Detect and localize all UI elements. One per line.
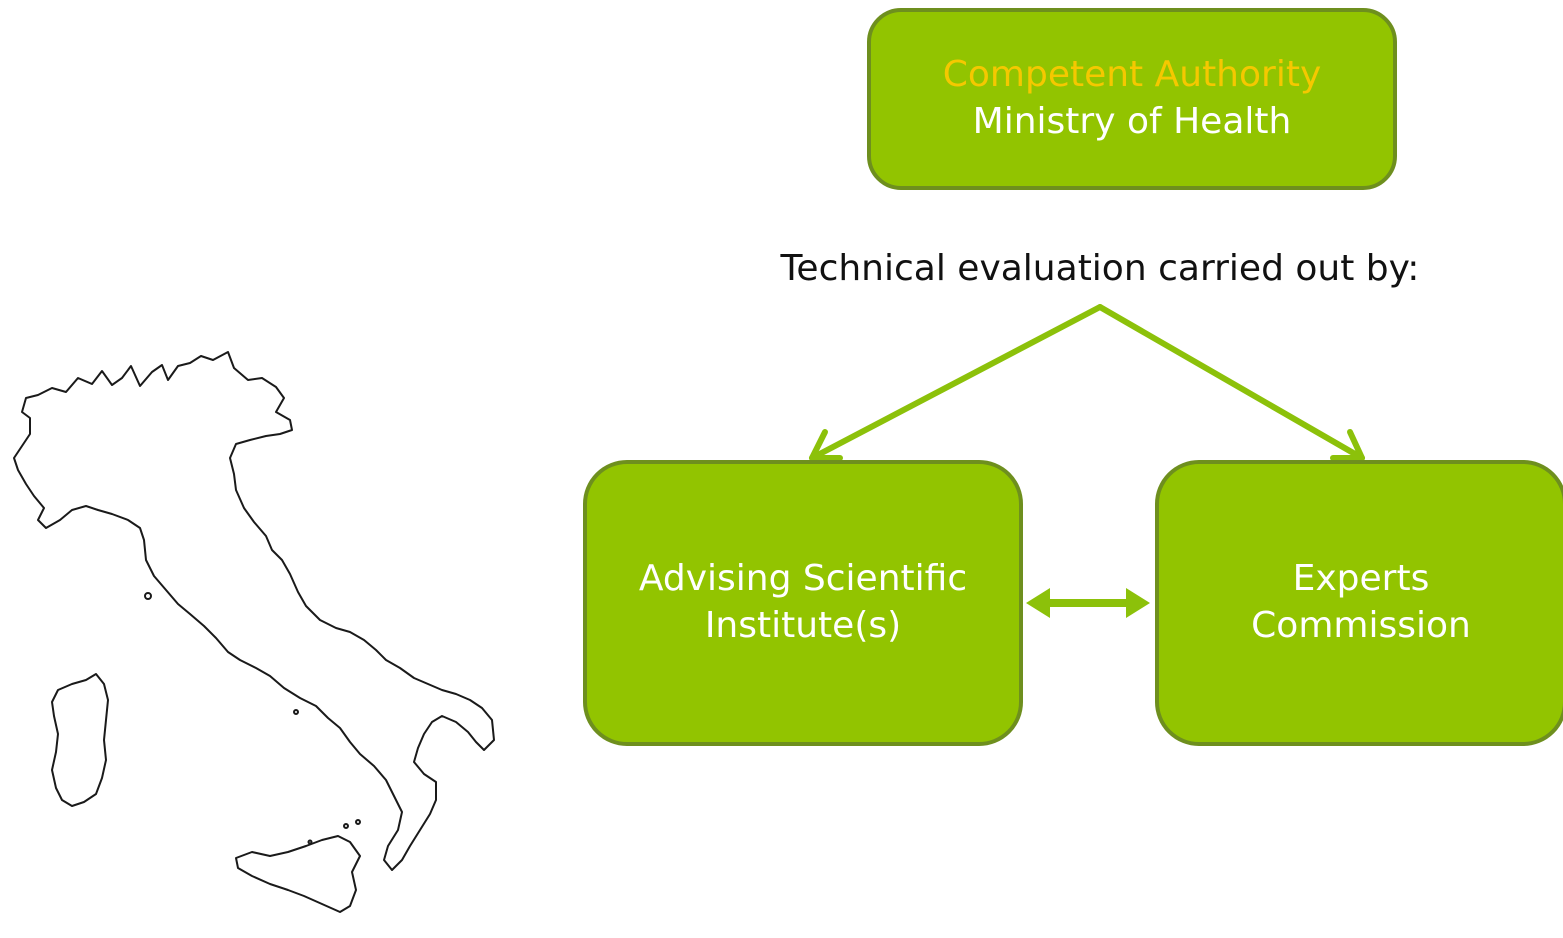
arrow-to-experts [1097,304,1365,461]
institute-line-2: Institute(s) [704,605,902,646]
bidirectional-arrow-shaft [1040,599,1134,607]
bidirectional-arrow-left-head [1026,588,1050,618]
arrowhead-institute [809,429,843,461]
island-small-4 [307,839,313,845]
experts-commission-box: Experts Commission [1155,460,1563,746]
evaluation-caption: Technical evaluation carried out by: [780,248,1420,289]
island-small-2 [343,823,349,829]
bidirectional-arrow-right-head [1126,588,1150,618]
arrowhead-experts [1330,429,1365,461]
authority-name-label: Ministry of Health [972,101,1292,142]
advising-institute-box: Advising Scientific Institute(s) [583,460,1023,746]
institute-line-1: Advising Scientific [638,558,968,600]
bidirectional-arrow [1026,588,1150,618]
competent-authority-box: Competent Authority Ministry of Health [867,8,1397,190]
island-elba [144,592,152,600]
experts-line-2: Commission [1251,605,1471,646]
sicily-outline [235,835,361,913]
island-small-3 [355,819,361,825]
authority-role-label: Competent Authority [942,54,1322,96]
italy-mainland-outline [13,351,495,871]
island-small-1 [293,709,299,715]
experts-line-1: Experts [1292,558,1430,600]
arrow-to-institute [809,304,1103,461]
sardinia-outline [51,673,109,807]
